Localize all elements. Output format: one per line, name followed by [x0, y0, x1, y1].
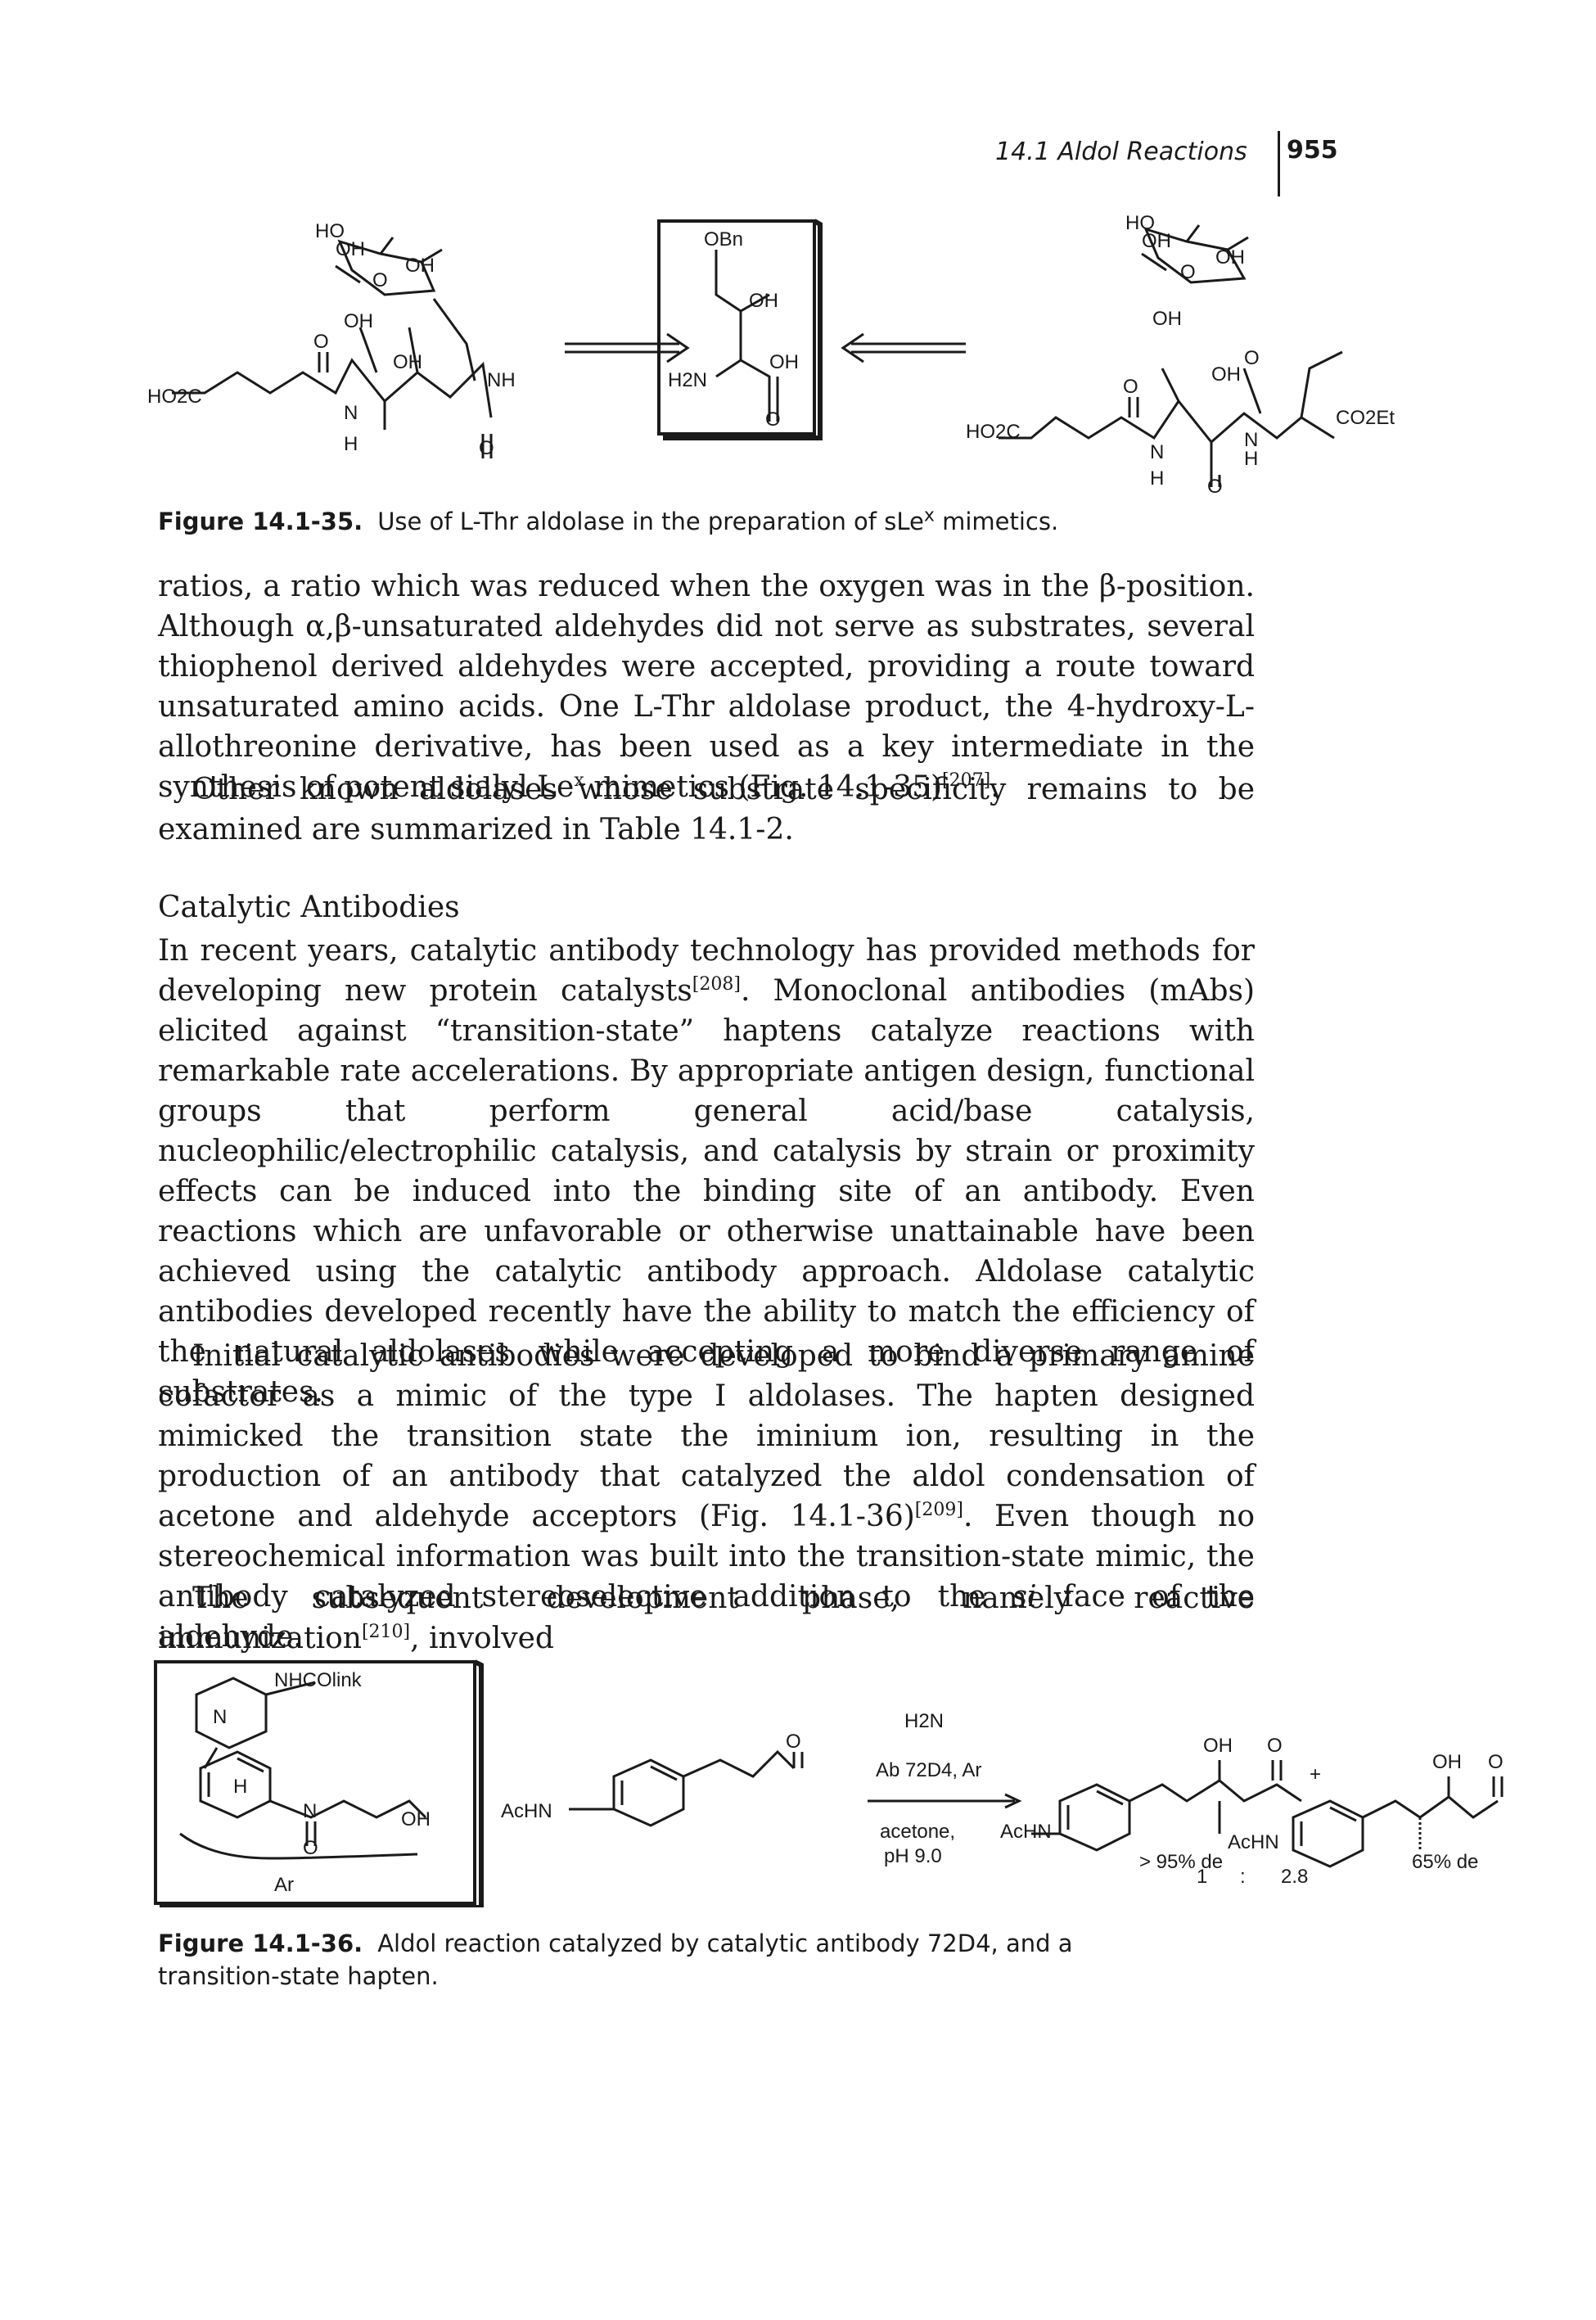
- label-oh: OH: [1215, 246, 1245, 269]
- paragraph-1-text-c: .: [990, 770, 1000, 804]
- label-n: N: [1244, 429, 1258, 451]
- label-h: H: [1150, 467, 1164, 490]
- ratio-right: 2.8: [1281, 1866, 1308, 1888]
- label-antibody: Ab 72D4, Ar: [876, 1759, 981, 1781]
- label-de-1: > 95% de: [1139, 1851, 1223, 1873]
- label-o: O: [1123, 376, 1138, 398]
- paragraph-5-text: The subsequent development phase, namely…: [158, 1582, 1255, 1655]
- label-obn: OBn: [704, 228, 743, 251]
- label-h: H: [1244, 448, 1258, 470]
- reference-210[interactable]: [210]: [361, 1622, 411, 1642]
- plus-sign: +: [1310, 1763, 1321, 1785]
- label-o: O: [479, 437, 494, 459]
- label-o: O: [765, 408, 781, 431]
- caption-text: Aldol reaction catalyzed by catalytic an…: [158, 1930, 1073, 1990]
- superscript-x: x: [574, 770, 584, 791]
- header-rule: [1278, 131, 1280, 196]
- label-nh: NH: [487, 369, 516, 391]
- label-oh: OH: [749, 290, 778, 312]
- label-ar: Ar: [274, 1874, 294, 1896]
- label-ph: pH 9.0: [884, 1845, 942, 1867]
- paragraph-4-text-c: face of the aldehyde.: [158, 1580, 1256, 1654]
- reference-208[interactable]: [208]: [692, 974, 741, 995]
- label-oh: OH: [769, 351, 799, 373]
- label-o: O: [1244, 347, 1260, 369]
- reference-209[interactable]: [209]: [914, 1500, 963, 1520]
- paragraph-1: ratios, a ratio which was reduced when t…: [158, 566, 1255, 807]
- hapten-box: [154, 1660, 476, 1905]
- label-h: H: [344, 433, 358, 455]
- label-oh: OH: [401, 1808, 431, 1830]
- section-heading: Catalytic Antibodies: [158, 891, 460, 924]
- figure-caption-14-1-36: Figure 14.1-36.Aldol reaction catalyzed …: [158, 1927, 1091, 1993]
- label-co2et: CO2Et: [1336, 407, 1395, 429]
- reference-207[interactable]: [207]: [942, 770, 991, 791]
- label-o: O: [1180, 261, 1196, 283]
- paragraph-4-text-b: . Even though no stereochemical informat…: [158, 1500, 1255, 1614]
- label-oh: OH: [393, 351, 422, 373]
- label-o: O: [786, 1731, 801, 1753]
- label-o: O: [372, 269, 388, 291]
- figure-label: Figure 14.1-36.: [158, 1930, 363, 1957]
- label-o: O: [303, 1837, 318, 1859]
- label-h2n: H2N: [904, 1710, 944, 1732]
- caption-text: Use of L-Thr aldolase in the preparation…: [377, 508, 924, 535]
- paragraph-3-text-b: . Monoclonal antibodies (mAbs) elicited …: [158, 974, 1256, 1409]
- label-n: N: [344, 402, 358, 424]
- label-oh: OH: [1142, 230, 1171, 252]
- si-italic: si: [1012, 1580, 1037, 1614]
- label-ho2c: HO2C: [147, 386, 202, 408]
- label-h: H: [233, 1776, 247, 1798]
- page-number: 955: [1287, 136, 1338, 165]
- figure-14-1-35: HO OH OH O OH OH O NH HO2C N H O OBn OH …: [147, 212, 1395, 498]
- running-header: 14.1 Aldol Reactions: [995, 138, 1247, 166]
- label-n: N: [1150, 441, 1164, 463]
- label-ho: HO: [1125, 212, 1155, 234]
- label-de-2: 65% de: [1412, 1851, 1478, 1873]
- label-oh: OH: [1152, 308, 1182, 330]
- paragraph-4: Initial catalytic antibodies were develo…: [158, 1336, 1255, 1657]
- label-n-plus: N: [213, 1706, 227, 1728]
- paragraph-4-text: Initial catalytic antibodies were develo…: [158, 1339, 1255, 1533]
- label-o: O: [1207, 476, 1223, 498]
- label-h2n: H2N: [668, 369, 707, 391]
- figure-label: Figure 14.1-35.: [158, 508, 363, 535]
- figure-14-1-36: NHCOlink N H N OH O Ar AcHN O H2N Ab 72D…: [154, 1659, 1504, 1907]
- label-oh: OH: [344, 310, 373, 332]
- ratio-left: 1: [1197, 1866, 1207, 1888]
- label-ho2c: HO2C: [966, 421, 1021, 443]
- paragraph-1-text-b: mimetics (Fig. 14.1-35): [584, 770, 943, 804]
- label-oh: OH: [405, 255, 435, 277]
- paragraph-3: In recent years, catalytic antibody tech…: [158, 931, 1255, 1412]
- paragraph-3-text: In recent years, catalytic antibody tech…: [158, 934, 1255, 1008]
- ratio-colon: :: [1240, 1866, 1246, 1888]
- label-o: O: [1488, 1751, 1504, 1773]
- label-oh: OH: [336, 238, 365, 260]
- paragraph-1-text: ratios, a ratio which was reduced when t…: [158, 570, 1255, 804]
- label-achn: AcHN: [1228, 1831, 1279, 1853]
- label-oh: OH: [1203, 1735, 1233, 1757]
- label-n: N: [303, 1800, 317, 1822]
- label-o: O: [1267, 1735, 1283, 1757]
- label-ho: HO: [315, 220, 345, 242]
- paragraph-5-text-b: , involved: [410, 1622, 554, 1655]
- caption-sup: x: [923, 505, 935, 526]
- label-o: O: [313, 331, 329, 353]
- label-oh: OH: [1432, 1751, 1462, 1773]
- label-achn: AcHN: [1000, 1821, 1052, 1843]
- label-oh: OH: [1211, 363, 1241, 386]
- label-achn: AcHN: [501, 1800, 552, 1822]
- caption-tail: mimetics.: [934, 508, 1059, 535]
- label-solvent: acetone,: [880, 1821, 955, 1843]
- label-nhcolink: NHCOlink: [274, 1669, 363, 1691]
- paragraph-2: Other known aldolases whose substrate sp…: [158, 773, 1255, 846]
- paragraph-5: The subsequent development phase, namely…: [158, 1578, 1255, 1659]
- figure-caption-14-1-35: Figure 14.1-35. Use of L-Thr aldolase in …: [158, 505, 1058, 538]
